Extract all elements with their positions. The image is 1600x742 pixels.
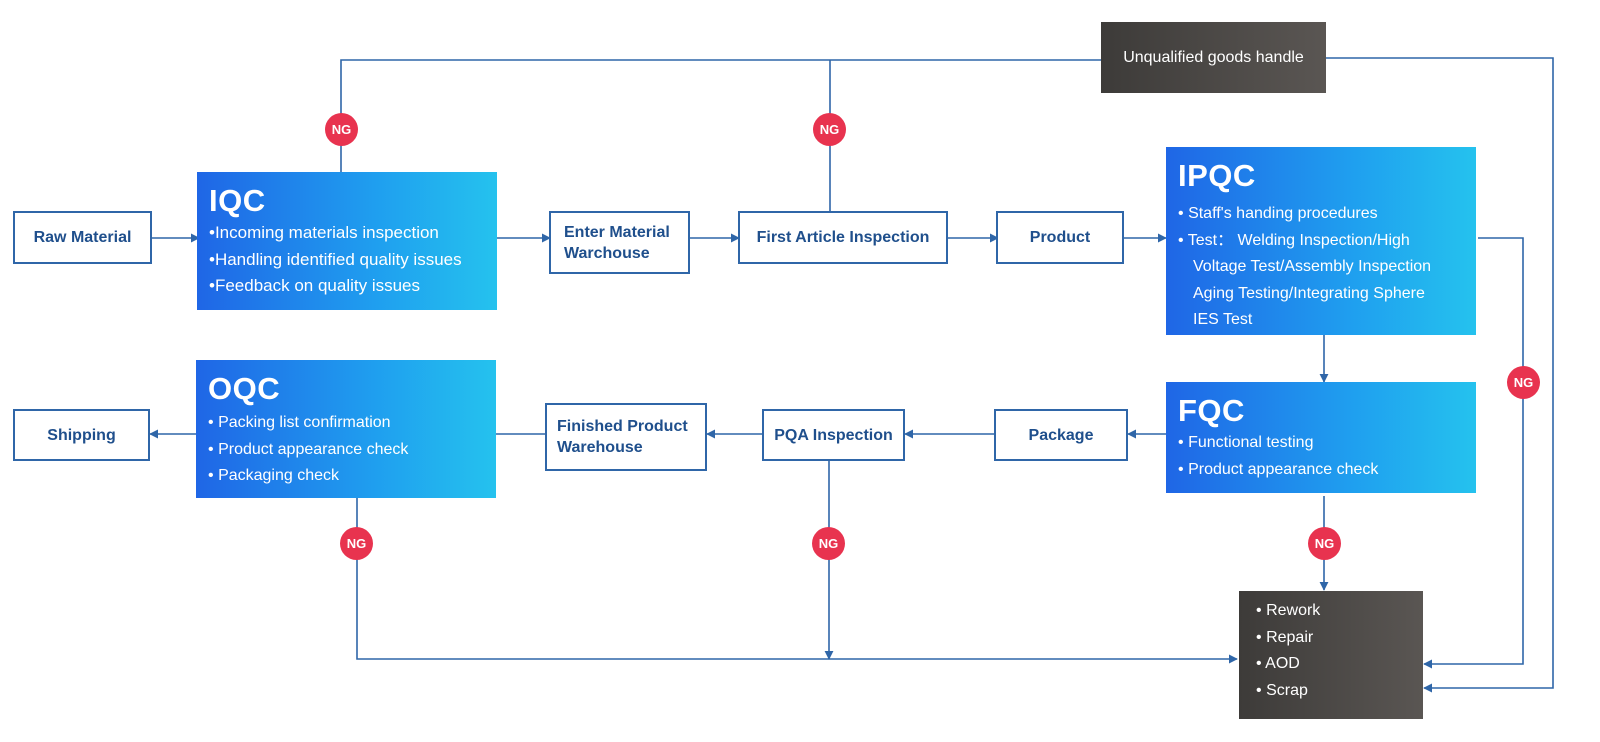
node-package: Package [994,409,1128,461]
node-finished-product-warehouse: Finished Product Warehouse [545,403,707,471]
node-unqualified-goods-handle: Unqualified goods handle [1101,22,1326,93]
fqc-box: FQC • Functional testing • Product appea… [1166,382,1476,493]
ng-badge-fqc: NG [1308,527,1341,560]
node-raw-material: Raw Material [13,211,152,264]
node-shipping: Shipping [13,409,150,461]
ng-badge-ipqc: NG [1507,366,1540,399]
ng-path-iqc-to-unqualified [340,55,1126,172]
ng-badge-oqc: NG [340,527,373,560]
list-item: • Scrap [1256,681,1308,699]
path-unqualified-to-disposition [1326,57,1554,693]
fqc-list: • Functional testing • Product appearanc… [1178,430,1466,483]
ng-path-ipqc-to-disposition [1423,237,1524,669]
list-item: • Test： Welding Inspection/High [1178,231,1410,249]
disposition-box: • Rework • Repair • AOD • Scrap [1239,591,1423,719]
node-pqa-inspection: PQA Inspection [762,409,905,461]
fqc-title: FQC [1178,393,1245,428]
list-item: Aging Testing/Integrating Sphere [1193,284,1425,302]
ng-badge-pqa: NG [812,527,845,560]
oqc-title: OQC [208,371,281,406]
list-item: • Packing list confirmation [208,414,391,431]
disposition-list: • Rework • Repair • AOD • Scrap [1239,591,1423,704]
node-product: Product [996,211,1124,264]
list-item: •Incoming materials inspection [209,223,439,242]
list-item: •Handling identified quality issues [209,249,462,269]
list-item: • Packaging check [208,467,340,484]
iqc-title: IQC [209,183,266,218]
ng-path-oqc-to-disposition [356,498,1238,664]
list-item: Voltage Test/Assembly Inspection [1193,258,1432,275]
node-first-article-inspection: First Article Inspection [738,211,948,264]
list-item: •Feedback on quality issues [209,276,421,295]
iqc-box: IQC •Incoming materials inspection •Hand… [197,172,497,310]
list-item: • Staff's handing procedures [1178,205,1378,222]
list-item: • Functional testing [1178,434,1314,451]
list-item: • Repair [1256,628,1314,646]
list-item: • AOD [1256,655,1300,672]
ng-badge-first-article: NG [813,113,846,146]
iqc-list: •Incoming materials inspection •Handling… [209,220,487,300]
oqc-box: OQC • Packing list confirmation • Produc… [196,360,496,498]
list-item: • Rework [1256,602,1321,619]
oqc-list: • Packing list confirmation • Product ap… [208,410,486,490]
list-item: • Product appearance check [1178,460,1379,478]
list-item: • Product appearance check [208,440,409,458]
ipqc-title: IPQC [1178,158,1256,193]
ng-badge-iqc: NG [325,113,358,146]
list-item: IES Test [1193,311,1253,328]
ipqc-list: • Staff's handing procedures • Test： Wel… [1178,201,1466,334]
node-enter-material-warehouse: Enter Material Warchouse [549,211,690,274]
ipqc-box: IPQC • Staff's handing procedures • Test… [1166,147,1476,335]
